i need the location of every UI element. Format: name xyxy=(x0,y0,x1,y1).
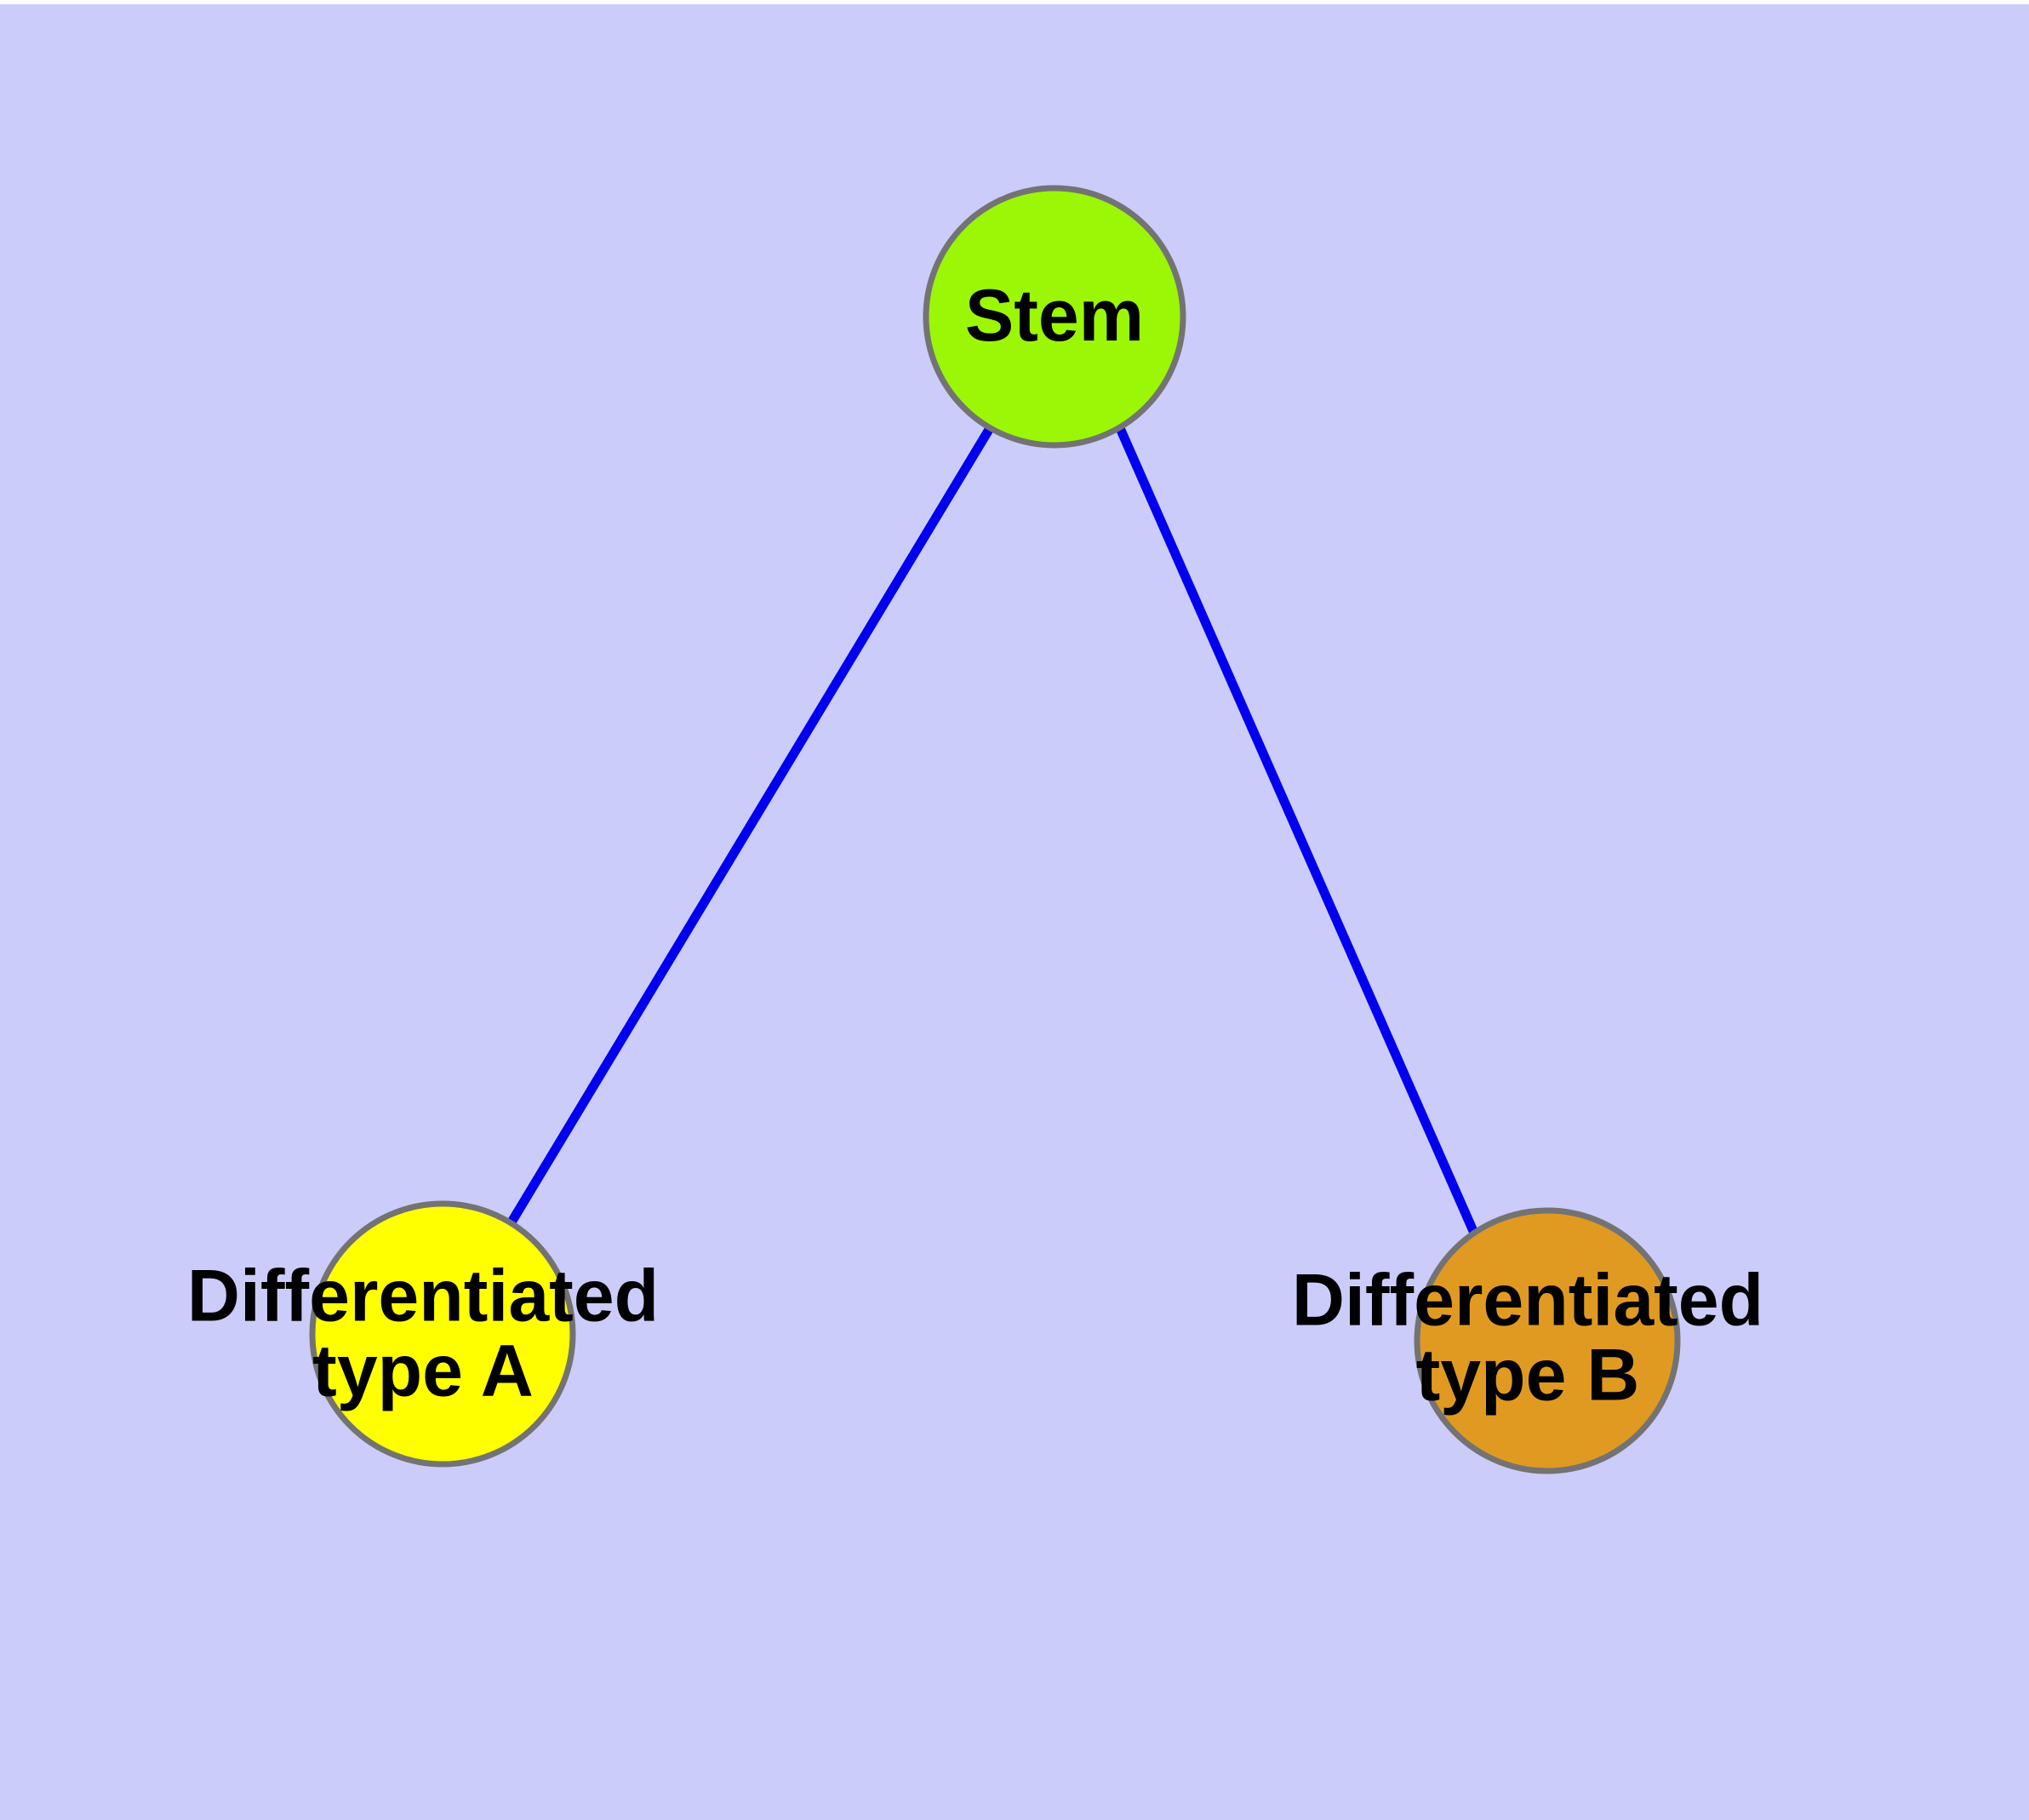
node-circle-diff_a[interactable] xyxy=(309,1200,576,1468)
node-circle-diff_b[interactable] xyxy=(1414,1207,1681,1474)
node-layer xyxy=(309,185,1681,1474)
node-circle-stem[interactable] xyxy=(923,185,1186,449)
edge-layer xyxy=(508,426,1494,1268)
edge-stem-to-b[interactable] xyxy=(1115,426,1494,1268)
edge-stem-to-a[interactable] xyxy=(508,426,994,1223)
top-white-strip xyxy=(0,0,2029,4)
